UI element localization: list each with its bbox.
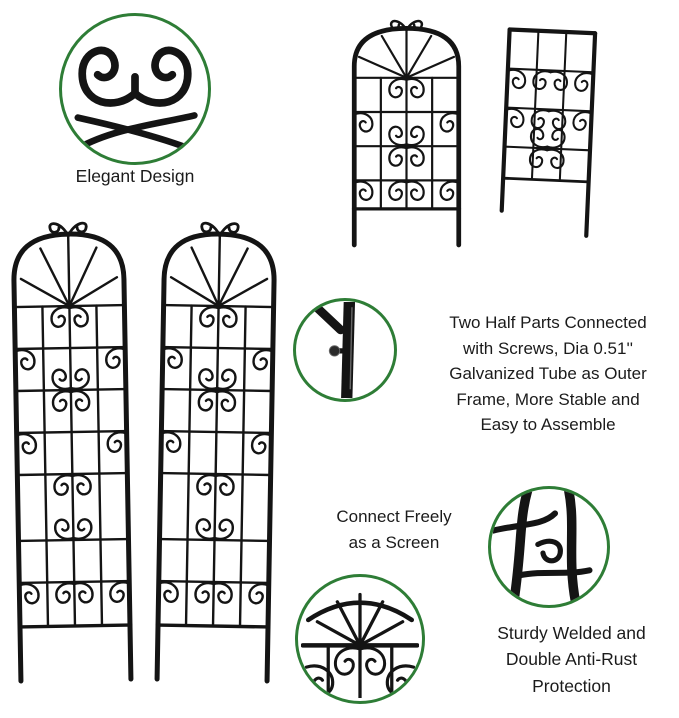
scrollwork-closeup-icon xyxy=(74,46,198,154)
two-trellis-panels-icon xyxy=(332,16,622,256)
screw-joint-closeup-icon xyxy=(306,302,356,398)
screw-connection-closeup xyxy=(293,298,397,402)
grid-detail-closeup xyxy=(295,574,425,704)
trellis-screen-photo xyxy=(4,214,284,694)
welded-joint-closeup xyxy=(488,486,610,608)
welded-joint-closeup-icon xyxy=(493,491,593,603)
trellis-grid-closeup-icon xyxy=(301,592,419,698)
elegant-design-label: Elegant Design xyxy=(75,166,195,186)
trellis-pair-photo xyxy=(332,16,622,256)
screw-connection-text: Two Half Parts Connected with Screws, Di… xyxy=(449,313,647,434)
sturdy-welded-text: Sturdy Welded and Double Anti-Rust Prote… xyxy=(497,623,646,696)
elegant-design-closeup xyxy=(59,13,211,165)
screw-head xyxy=(328,345,341,357)
connect-freely-text: Connect Freely as a Screen xyxy=(336,507,452,552)
trellis-folding-screen-icon xyxy=(4,214,284,694)
